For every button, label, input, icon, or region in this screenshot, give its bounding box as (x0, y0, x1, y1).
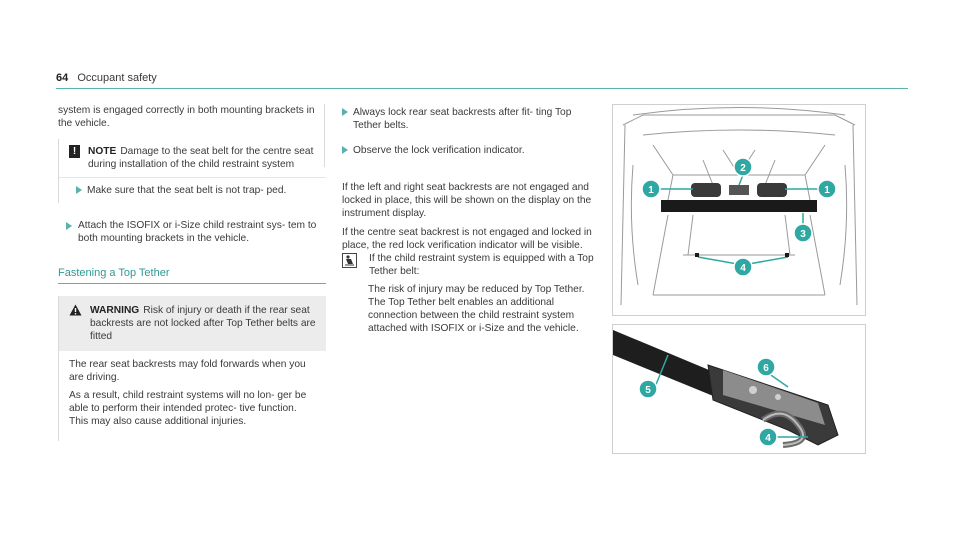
callout-marker: 5 (638, 379, 658, 399)
lock-step: Always lock rear seat backrests after fi… (325, 104, 594, 138)
note-step: Make sure that the seat belt is not trap… (59, 178, 326, 203)
callout-group: 1 2 1 3 4 (641, 157, 837, 277)
callout-label: 5 (645, 385, 651, 396)
attach-step-text: Attach the ISOFIX or i-Size child restra… (78, 220, 317, 244)
tether-illustration: 6 5 4 (613, 330, 839, 448)
figure-tether-hook: 6 5 4 (612, 324, 866, 454)
observe-step: Observe the lock verification indicator. (325, 138, 594, 163)
exclamation-icon: ! (69, 145, 80, 158)
callout-label: 1 (648, 185, 654, 196)
child-line-text: If the child restraint system is equippe… (369, 253, 594, 277)
callout-marker: 4 (758, 427, 778, 447)
warning-para-1: The rear seat backrests may fold forward… (69, 359, 306, 383)
intro-text: system is engaged correctly in both moun… (58, 105, 315, 129)
callout-label: 6 (763, 363, 769, 374)
observe-step-text: Observe the lock verification indicator. (353, 145, 525, 156)
section-title: Fastening a Top Tether (58, 267, 170, 279)
page-number: 64 (56, 72, 69, 84)
callout-marker: 1 (641, 179, 661, 199)
step-arrow-icon (342, 108, 348, 116)
child-para: The risk of injury may be reduced by Top… (368, 284, 585, 334)
steps-box: Always lock rear seat backrests after fi… (324, 104, 594, 167)
callout-label: 4 (765, 433, 771, 444)
callout-label: 4 (740, 263, 746, 274)
para-centre: If the centre seat backrest is not engag… (342, 227, 592, 251)
warning-label: WARNING (90, 305, 140, 316)
child-seat-icon (342, 253, 357, 268)
child-seat-row: If the child restraint system is equippe… (342, 252, 594, 278)
callout-label: 1 (824, 185, 830, 196)
callout-marker: 2 (733, 157, 753, 177)
note-step-text: Make sure that the seat belt is not trap… (87, 185, 287, 196)
step-arrow-icon (342, 146, 348, 154)
step-arrow-icon (76, 186, 82, 194)
column-middle: Always lock rear seat backrests after fi… (324, 104, 594, 335)
callout-marker: 3 (793, 223, 813, 243)
body-text: If the left and right seat backrests are… (324, 181, 594, 335)
figure-cargo-area: 1 2 1 3 4 (612, 104, 866, 316)
column-left: system is engaged correctly in both moun… (58, 104, 326, 441)
warning-para-2: As a result, child restraint systems wil… (69, 390, 307, 427)
section-rule (58, 283, 326, 284)
warning-body: The rear seat backrests may fold forward… (59, 351, 326, 441)
callout-marker: 1 (817, 179, 837, 199)
step-arrow-icon (66, 222, 72, 230)
callout-label: 2 (740, 163, 746, 174)
warning-triangle-icon (69, 304, 82, 316)
section-name: Occupant safety (77, 72, 157, 84)
warning-head-text: Risk of injury or death if the rear seat… (90, 305, 316, 342)
header-rule (56, 88, 908, 89)
callout-marker: 4 (733, 257, 753, 277)
page-header: 64 Occupant safety (56, 72, 157, 85)
attach-step: Attach the ISOFIX or i-Size child restra… (58, 219, 326, 245)
cargo-illustration: 1 2 1 3 4 (620, 107, 858, 306)
note-label: NOTE (88, 146, 117, 157)
lock-step-text: Always lock rear seat backrests after fi… (353, 107, 572, 131)
para-left-right: If the left and right seat backrests are… (342, 182, 592, 219)
note-text: Damage to the seat belt for the centre s… (88, 146, 314, 170)
callout-label: 3 (800, 229, 806, 240)
callout-marker: 6 (756, 357, 776, 377)
